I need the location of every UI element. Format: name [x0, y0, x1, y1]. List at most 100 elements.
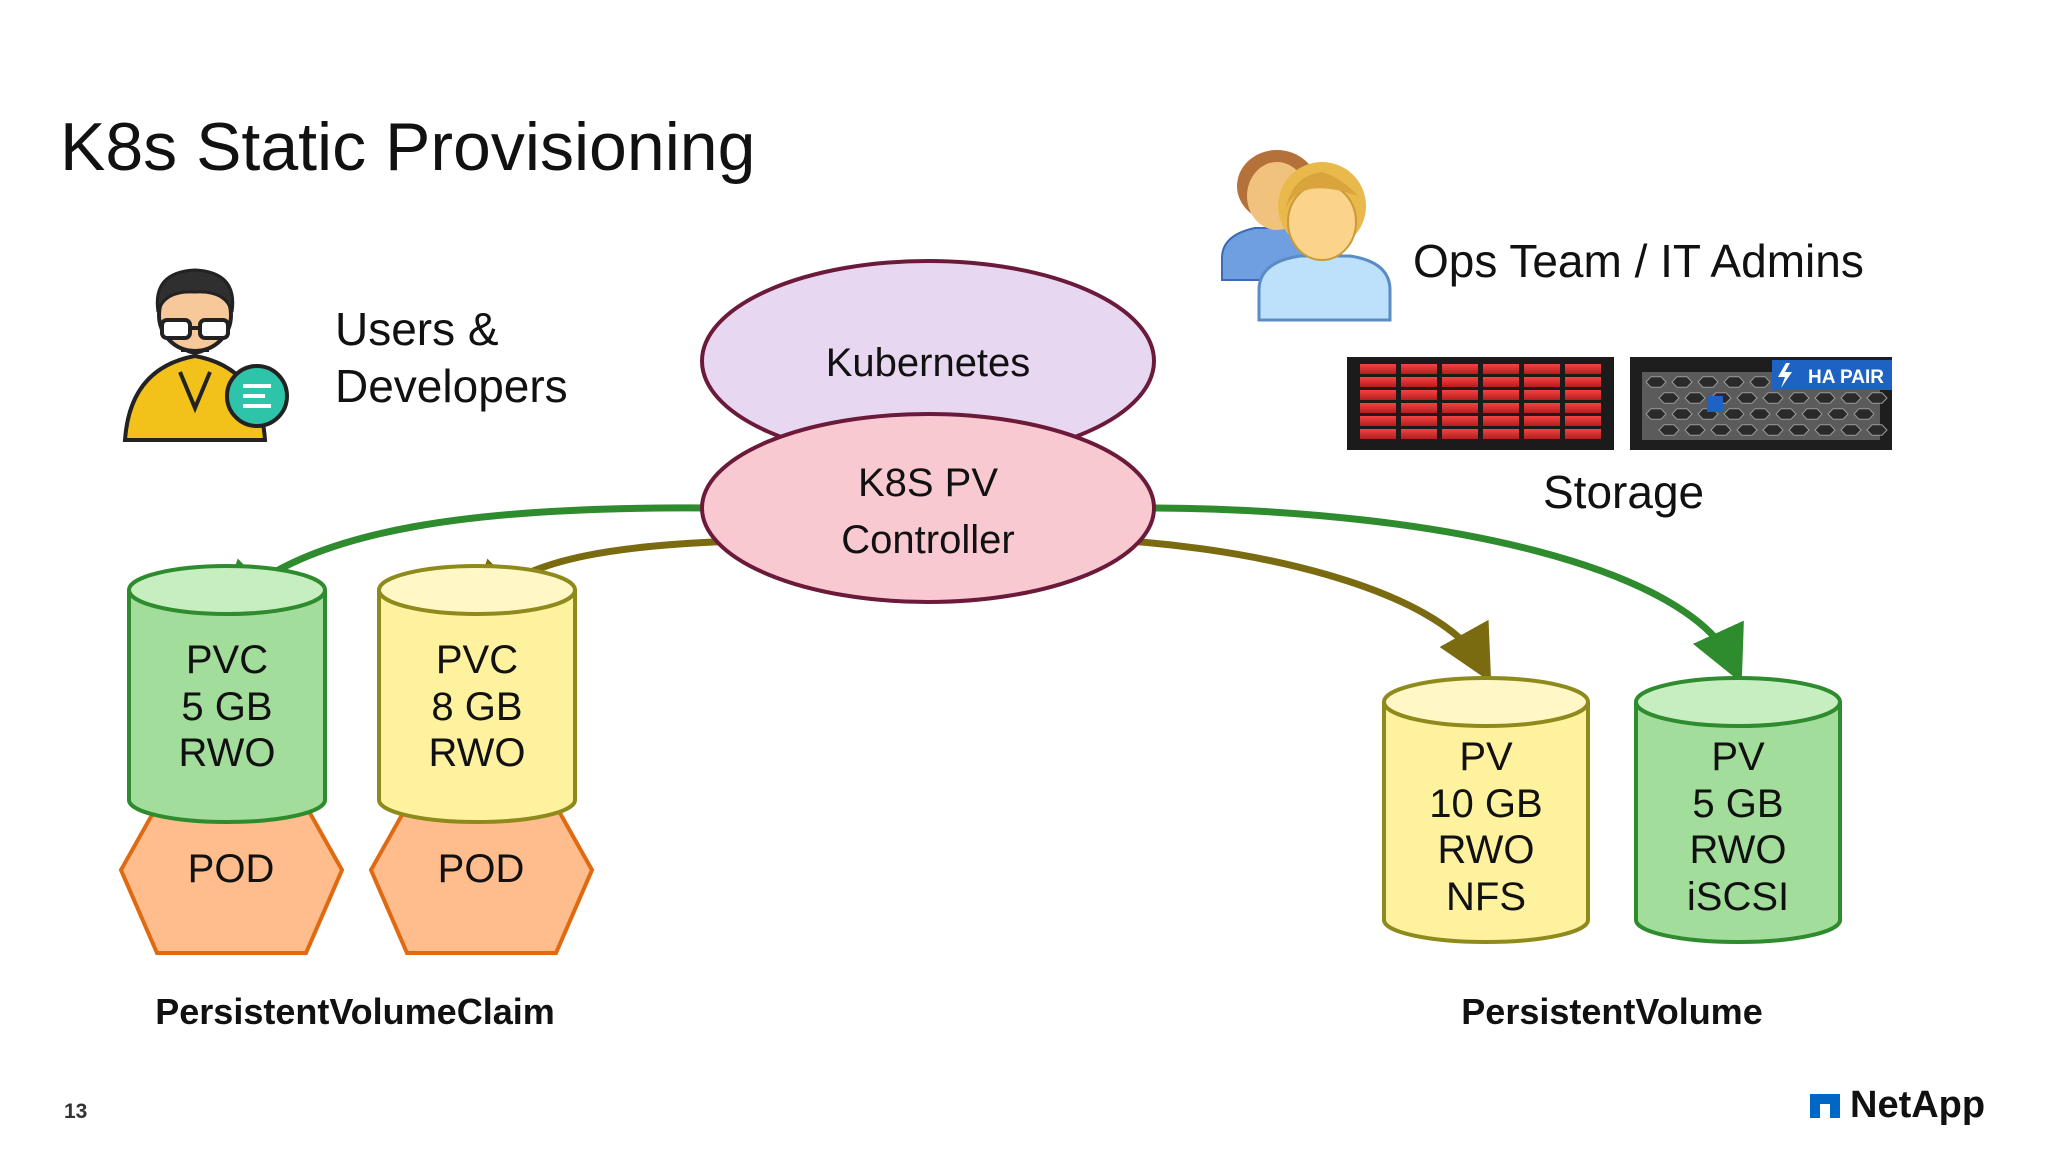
- bezel-vent: [1684, 424, 1706, 436]
- arrow-to-pv-5gb: [1154, 504, 1744, 684]
- ops-team-icon: [1221, 150, 1392, 322]
- pv-5gb-line3: RWO: [1689, 828, 1786, 872]
- pod-hexagon-1: POD: [118, 804, 345, 955]
- bezel-vent: [1814, 424, 1836, 436]
- bezel-vent: [1658, 424, 1680, 436]
- pod-label-1: POD: [188, 847, 275, 891]
- storage-label: Storage: [1543, 466, 1704, 518]
- bezel-vent: [1853, 408, 1875, 420]
- drive-bay: [1565, 364, 1601, 374]
- drive-bay: [1483, 377, 1519, 387]
- drive-bay: [1360, 390, 1396, 400]
- drive-bay: [1524, 416, 1560, 426]
- bezel-vent: [1671, 408, 1693, 420]
- drive-bay: [1524, 403, 1560, 413]
- pvc-5gb-line2: 5 GB: [181, 685, 272, 729]
- pod-hexagon-2: POD: [368, 804, 595, 955]
- pv-10gb-line2: 10 GB: [1429, 782, 1542, 826]
- drive-bay: [1442, 403, 1478, 413]
- bezel-vent: [1645, 376, 1667, 388]
- page-number: 13: [64, 1100, 87, 1123]
- bezel-vent: [1775, 408, 1797, 420]
- bezel-vent: [1840, 392, 1862, 404]
- pv-5gb-line1: PV: [1711, 735, 1765, 779]
- storage-array-ha-pair-icon: HA PAIR: [1630, 357, 1892, 450]
- drive-bay: [1360, 403, 1396, 413]
- bezel-vent: [1840, 424, 1862, 436]
- kubernetes-label: Kubernetes: [826, 341, 1031, 385]
- drive-bay: [1524, 429, 1560, 439]
- drive-bay: [1483, 403, 1519, 413]
- developer-icon: [122, 268, 289, 442]
- drive-bay: [1524, 390, 1560, 400]
- drive-bay: [1401, 429, 1437, 439]
- pvc-cylinder-8gb: PVC 8 GB RWO: [377, 564, 577, 824]
- drive-bay: [1401, 416, 1437, 426]
- bezel-vent: [1749, 376, 1771, 388]
- drive-bay: [1483, 390, 1519, 400]
- kubernetes-ellipse: Kubernetes: [700, 259, 1156, 463]
- pvc-8gb-line3: RWO: [428, 731, 525, 775]
- pvc-8gb-line2: 8 GB: [431, 685, 522, 729]
- ops-team-label: Ops Team / IT Admins: [1413, 235, 1864, 287]
- bezel-vent: [1684, 392, 1706, 404]
- pv-10gb-line4: NFS: [1446, 875, 1526, 919]
- bezel-vent: [1645, 408, 1667, 420]
- netapp-logo: NetApp: [1810, 1084, 1985, 1126]
- pv-10gb-line3: RWO: [1437, 828, 1534, 872]
- netapp-wordmark: NetApp: [1850, 1084, 1985, 1126]
- pvc-5gb-line1: PVC: [186, 638, 268, 682]
- bezel-vent: [1736, 424, 1758, 436]
- bezel-vent: [1866, 392, 1888, 404]
- drive-bay: [1565, 377, 1601, 387]
- drive-bay: [1360, 416, 1396, 426]
- bezel-vent: [1827, 408, 1849, 420]
- drive-bay: [1442, 416, 1478, 426]
- bezel-vent: [1697, 376, 1719, 388]
- bezel-vent: [1866, 424, 1888, 436]
- arrow-to-pv-10gb: [1066, 534, 1492, 683]
- controller-label-line2: Controller: [841, 518, 1014, 562]
- drive-bay: [1483, 416, 1519, 426]
- bezel-vent: [1710, 424, 1732, 436]
- drive-bay: [1565, 416, 1601, 426]
- bezel-vent: [1788, 392, 1810, 404]
- pv-cylinder-10gb: PV 10 GB RWO NFS: [1382, 676, 1590, 944]
- bezel-vent: [1788, 424, 1810, 436]
- drive-bay: [1524, 364, 1560, 374]
- drive-bay: [1442, 377, 1478, 387]
- slide-title: K8s Static Provisioning: [60, 109, 755, 185]
- storage-array-red-icon: [1347, 357, 1614, 450]
- bezel-vent: [1814, 392, 1836, 404]
- pod-label-2: POD: [438, 847, 525, 891]
- pv-controller-ellipse: K8S PV Controller: [700, 412, 1156, 604]
- drive-bay: [1360, 377, 1396, 387]
- drive-bay: [1360, 429, 1396, 439]
- users-label-line2: Developers: [335, 360, 568, 412]
- drive-bay: [1565, 403, 1601, 413]
- drive-bay: [1483, 429, 1519, 439]
- drive-bay: [1360, 364, 1396, 374]
- bezel-vent: [1762, 392, 1784, 404]
- bezel-vent: [1671, 376, 1693, 388]
- drive-bay: [1401, 364, 1437, 374]
- bezel-vent: [1723, 376, 1745, 388]
- bezel-vent: [1762, 424, 1784, 436]
- bezel-vent: [1723, 408, 1745, 420]
- pvc-5gb-line3: RWO: [178, 731, 275, 775]
- pv-5gb-line4: iSCSI: [1687, 875, 1789, 919]
- bezel-vent: [1801, 408, 1823, 420]
- drive-bay: [1442, 429, 1478, 439]
- drive-bay: [1442, 390, 1478, 400]
- bezel-vent: [1736, 392, 1758, 404]
- drive-bay: [1565, 429, 1601, 439]
- drive-bay: [1442, 364, 1478, 374]
- pv-10gb-line1: PV: [1459, 735, 1513, 779]
- pvc-8gb-line1: PVC: [436, 638, 518, 682]
- pv-section-label: PersistentVolume: [1461, 991, 1762, 1032]
- drive-bay: [1401, 377, 1437, 387]
- pv-cylinder-5gb: PV 5 GB RWO iSCSI: [1634, 676, 1842, 944]
- drive-bay: [1483, 364, 1519, 374]
- bezel-vent: [1749, 408, 1771, 420]
